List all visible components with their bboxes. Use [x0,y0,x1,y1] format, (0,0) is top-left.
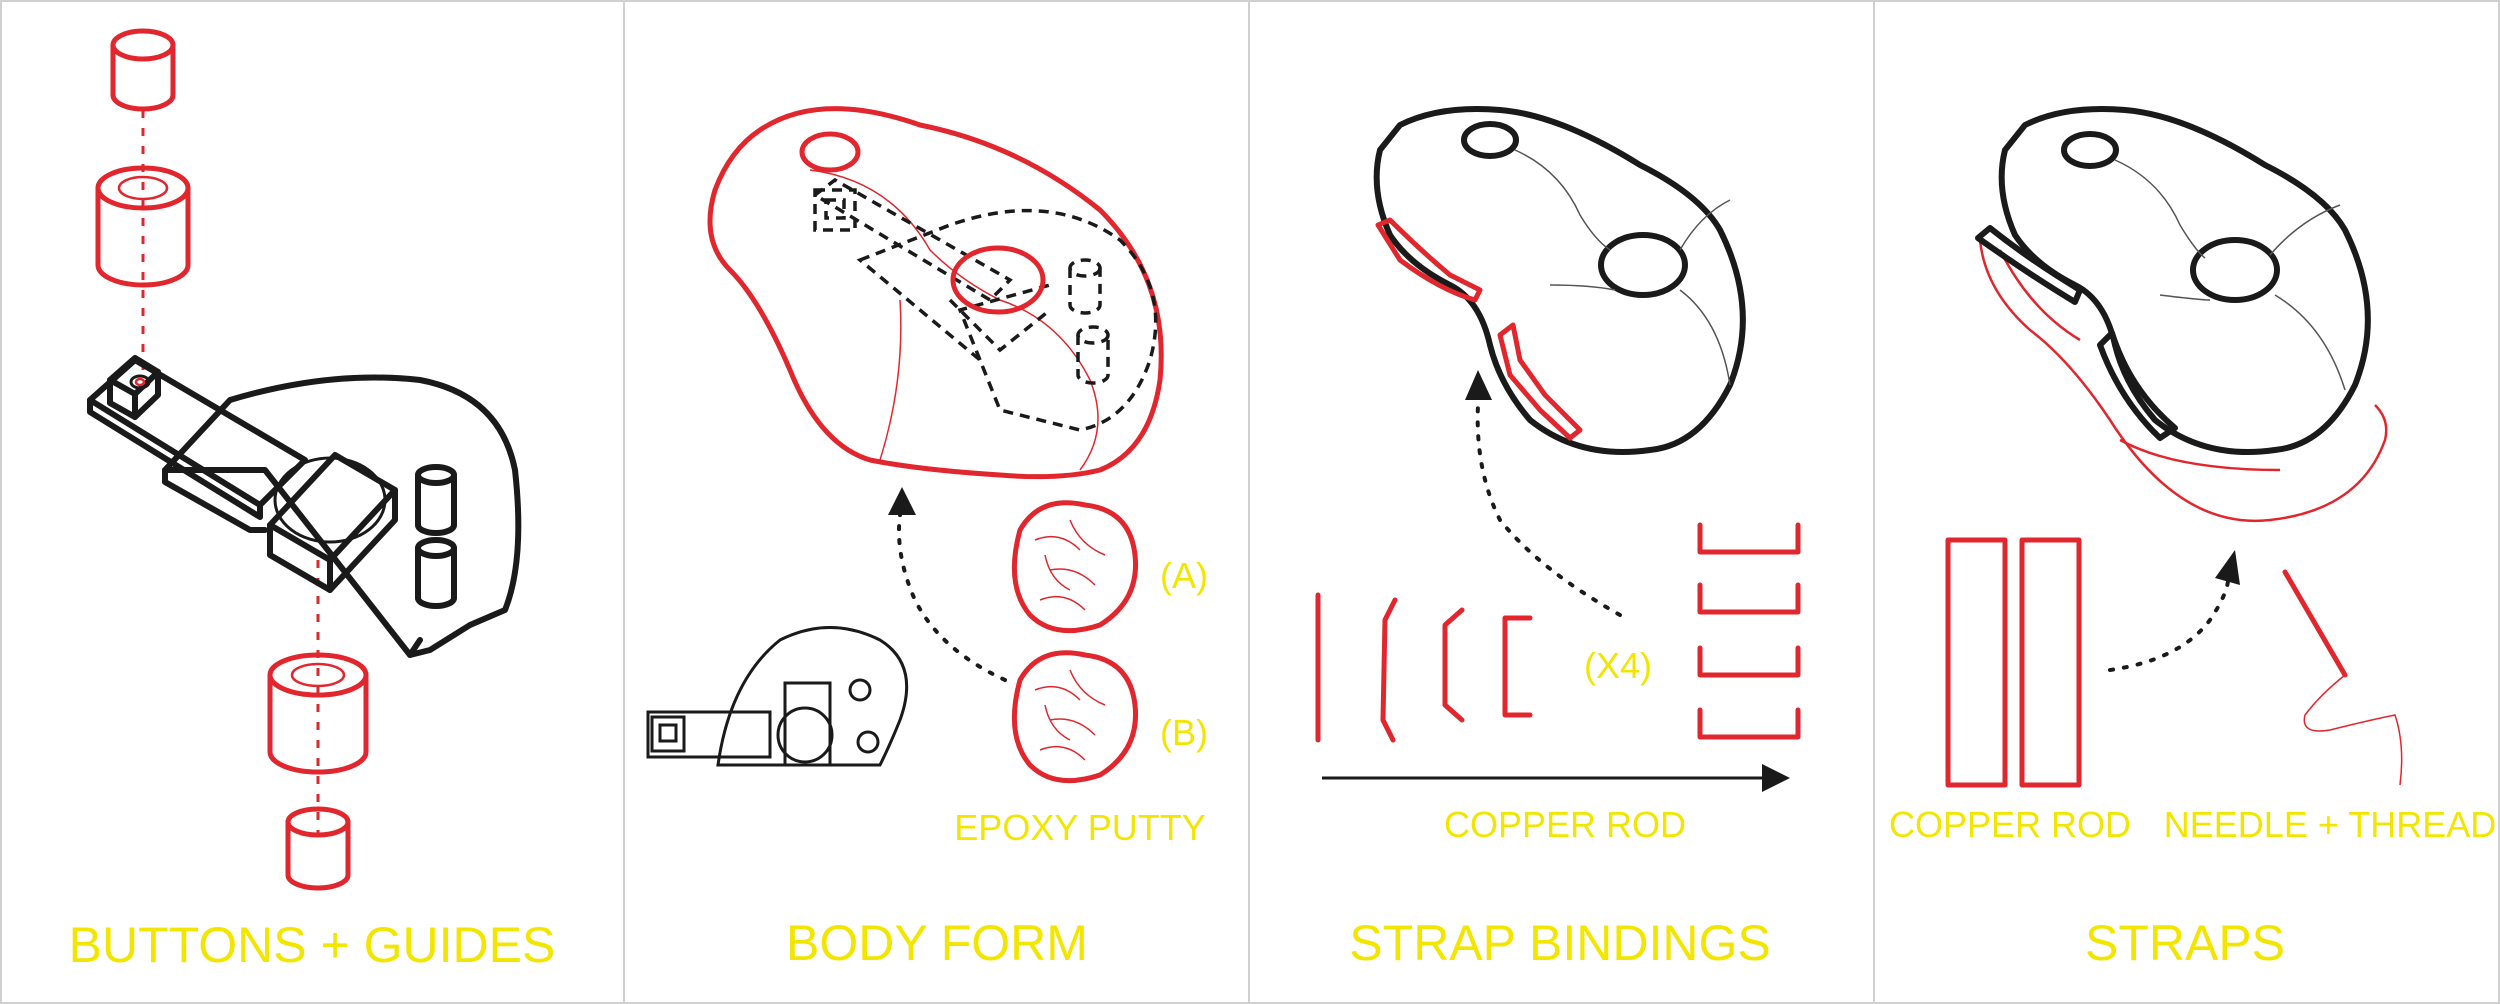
epoxy-putty-b [1011,650,1139,784]
label-copper-rod-straps: COPPER ROD [1889,804,2131,845]
panel-title-buttons-guides: BUTTONS + GUIDES [69,917,556,973]
panel-title-straps: STRAPS [2085,915,2285,971]
needle [2282,569,2348,678]
guide-posts [415,464,457,609]
thread [2303,674,2403,786]
epoxy-putty-a [1011,500,1139,634]
switch-arm [87,355,308,520]
copper-rod-2 [2019,537,2082,788]
button-cap-bottom [267,652,369,775]
panel-title-strap-bindings: STRAP BINDINGS [1349,915,1770,971]
guide-cylinder-top [110,28,176,112]
straps-illustration [1945,106,2403,788]
body-form-illustration [646,106,1164,784]
arrow-head [888,487,916,515]
process-arrow-head [1762,764,1790,792]
label-putty-b: (B) [1160,712,1208,753]
label-epoxy-putty: EPOXY PUTTY [954,807,1205,848]
copper-rod-1 [1945,537,2008,788]
exploded-assembly-illustration [87,28,522,891]
panel-straps [1873,0,2500,1004]
arrow-head [1465,370,1492,400]
label-needle-thread: NEEDLE + THREAD [2164,804,2496,845]
guide-cylinder-bottom [285,806,351,891]
strap-bindings-illustration [1315,106,1801,792]
panel-title-body-form: BODY FORM [786,915,1088,971]
arrow-head [2215,550,2240,585]
base-shell [162,374,522,658]
button-cap-top [95,165,191,288]
label-putty-a: (A) [1160,555,1208,596]
label-copper-rod: COPPER ROD [1444,804,1686,845]
reference-body [646,626,909,767]
sensor-block [267,452,398,593]
label-count-x4: (X4) [1584,645,1652,686]
